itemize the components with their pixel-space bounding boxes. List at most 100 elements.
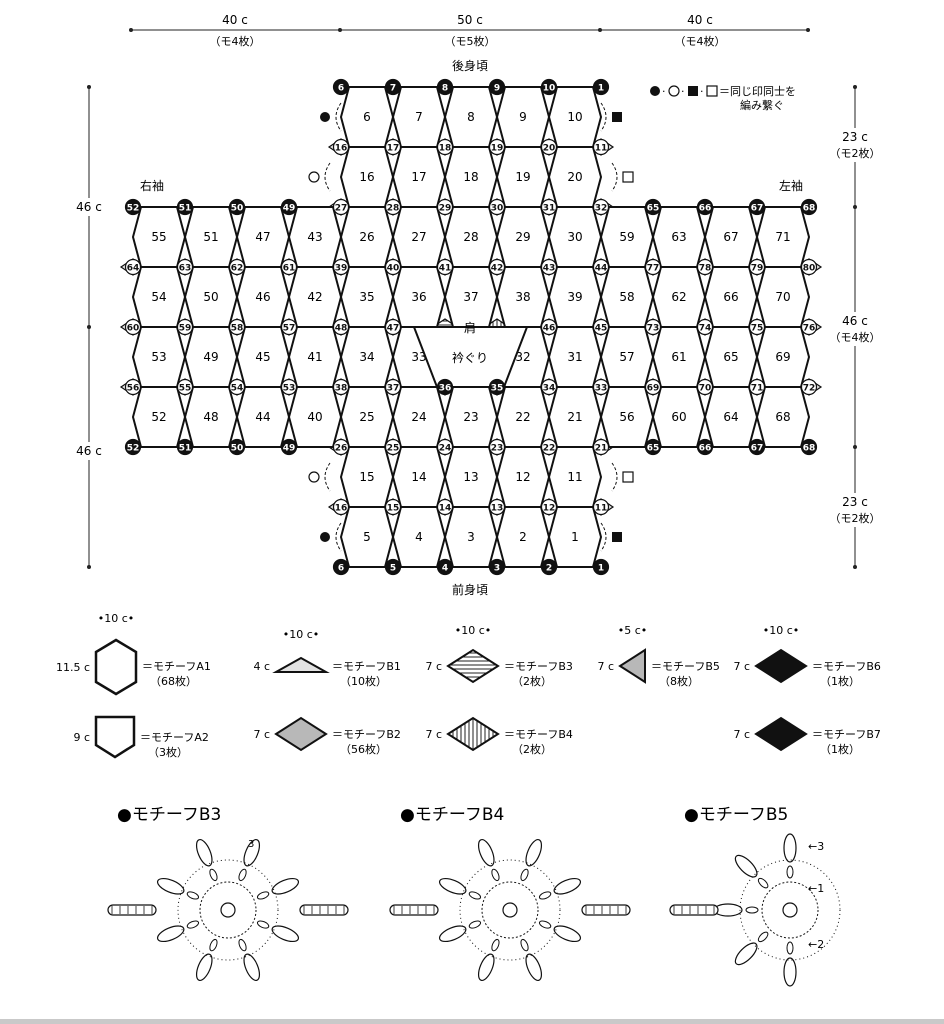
- join-number-badge: [436, 138, 454, 156]
- motif-number: 45: [255, 350, 270, 364]
- legend-diamond-shape: [446, 648, 500, 684]
- join-number: 64: [127, 264, 140, 274]
- chain-loop-petal: [783, 957, 797, 987]
- join-number-badge: [800, 318, 818, 336]
- dim-left-upper: 46 c: [76, 200, 102, 214]
- join-number: 55: [179, 384, 192, 394]
- legend-item: 7 c＝モチーフB4（2枚）: [425, 716, 573, 756]
- motif-number: 28: [463, 230, 478, 244]
- dim-top-1-value: 40 c: [222, 13, 248, 27]
- join-number-badge: [332, 498, 350, 516]
- round-pointer: ←2: [808, 938, 824, 951]
- join-number: 52: [127, 444, 140, 454]
- join-number-badge: [124, 198, 142, 216]
- chain-loop-petal: [477, 838, 495, 867]
- join-number-badge: [436, 438, 454, 456]
- join-number: 40: [387, 264, 400, 274]
- join-number: 56: [127, 384, 140, 394]
- join-number: 43: [543, 264, 556, 274]
- join-number-badge: [800, 198, 818, 216]
- motif-number: 69: [775, 350, 790, 364]
- join-number: 33: [595, 384, 608, 394]
- join-number: 9: [494, 84, 500, 94]
- join-number: 65: [647, 444, 660, 454]
- join-number: 78: [699, 264, 712, 274]
- chain-loop-petal: [734, 942, 758, 966]
- join-number-badge: [540, 198, 558, 216]
- round-pointer: ←3: [808, 840, 824, 853]
- legend-diamond-shape: [274, 716, 328, 752]
- join-number-badge: [228, 258, 246, 276]
- motif-number: 11: [567, 470, 582, 484]
- join-number-badge: [540, 498, 558, 516]
- join-number: 2: [546, 564, 552, 574]
- join-legend: · · · ＝同じ印同士を 編み繋ぐ: [650, 85, 796, 112]
- join-number: 6: [338, 84, 344, 94]
- join-number: 62: [231, 264, 244, 274]
- motif-number: 50: [203, 290, 218, 304]
- top-dimensions: 40 c （モ4枚） 50 c （モ5枚） 40 c （モ4枚）: [129, 13, 810, 48]
- join-number-badge: [540, 378, 558, 396]
- legend-motif-name: ＝モチーフA1: [142, 660, 211, 673]
- join-number: 50: [231, 444, 244, 454]
- motif-number: 15: [359, 470, 374, 484]
- join-number-badge: [176, 258, 194, 276]
- join-number-badge: [592, 198, 610, 216]
- dim-right-middle-count: （モ4枚）: [830, 330, 881, 344]
- stitch-mark: [256, 920, 270, 929]
- join-number-badge: [436, 78, 454, 96]
- center-ring-icon: [782, 902, 798, 918]
- motif-legend: •10 c•11.5 c＝モチーフA1（68枚）9 c＝モチーフA2（3枚）•1…: [56, 612, 881, 759]
- round-number: 3: [248, 839, 254, 850]
- round-2-ring: [459, 859, 561, 961]
- chain-loop-petal: [553, 925, 582, 943]
- connector-arc: [611, 462, 618, 492]
- chain-arm-left: [669, 904, 719, 916]
- join-number-badge: [332, 78, 350, 96]
- join-number: 24: [439, 444, 452, 454]
- join-number: 16: [335, 144, 348, 154]
- motif-number: 65: [723, 350, 738, 364]
- legend-motif-name: ＝モチーフB7: [812, 728, 881, 741]
- join-number: 7: [390, 84, 396, 94]
- motif-number: 70: [775, 290, 790, 304]
- motif-number: 60: [671, 410, 686, 424]
- round-2-ring: [177, 859, 279, 961]
- join-number-badge: [540, 438, 558, 456]
- dim-right-upper-value: 23 c: [842, 130, 868, 144]
- motif-number: 21: [567, 410, 582, 424]
- join-mark-open-square: [706, 85, 718, 97]
- join-number-badge: [592, 138, 610, 156]
- legend-pentagon-shape: [94, 715, 136, 759]
- join-number: 34: [543, 384, 556, 394]
- legend-motif-name: ＝モチーフB6: [812, 660, 881, 673]
- connector-arc: [600, 522, 607, 552]
- join-number: 11: [595, 144, 608, 154]
- legend-motif-name: ＝モチーフB1: [332, 660, 401, 673]
- join-number: 76: [803, 324, 816, 334]
- join-number: 35: [491, 384, 504, 394]
- legend-width-label: •10 c•: [763, 624, 800, 637]
- legend-motif-count: （1枚）: [820, 742, 860, 756]
- join-number-badge: [592, 438, 610, 456]
- join-number-badge: [540, 78, 558, 96]
- legend-height-label: 7 c: [733, 660, 750, 673]
- motif-number: 23: [463, 410, 478, 424]
- chain-loop-petal: [553, 877, 582, 895]
- join-number: 6: [338, 564, 344, 574]
- label-front-body: 前身頃: [452, 582, 488, 597]
- join-number: 25: [387, 444, 400, 454]
- join-number: 29: [439, 204, 452, 214]
- motif-number: 22: [515, 410, 530, 424]
- join-number: 59: [179, 324, 192, 334]
- join-number-badge: [332, 198, 350, 216]
- join-number: 80: [803, 264, 816, 274]
- join-number-badge: [436, 258, 454, 276]
- join-number-badge: [488, 78, 506, 96]
- join-number: 74: [699, 324, 712, 334]
- motif-number: 64: [723, 410, 738, 424]
- join-number: 14: [439, 504, 452, 514]
- join-number-badge: [436, 558, 454, 576]
- join-number-badge: [696, 198, 714, 216]
